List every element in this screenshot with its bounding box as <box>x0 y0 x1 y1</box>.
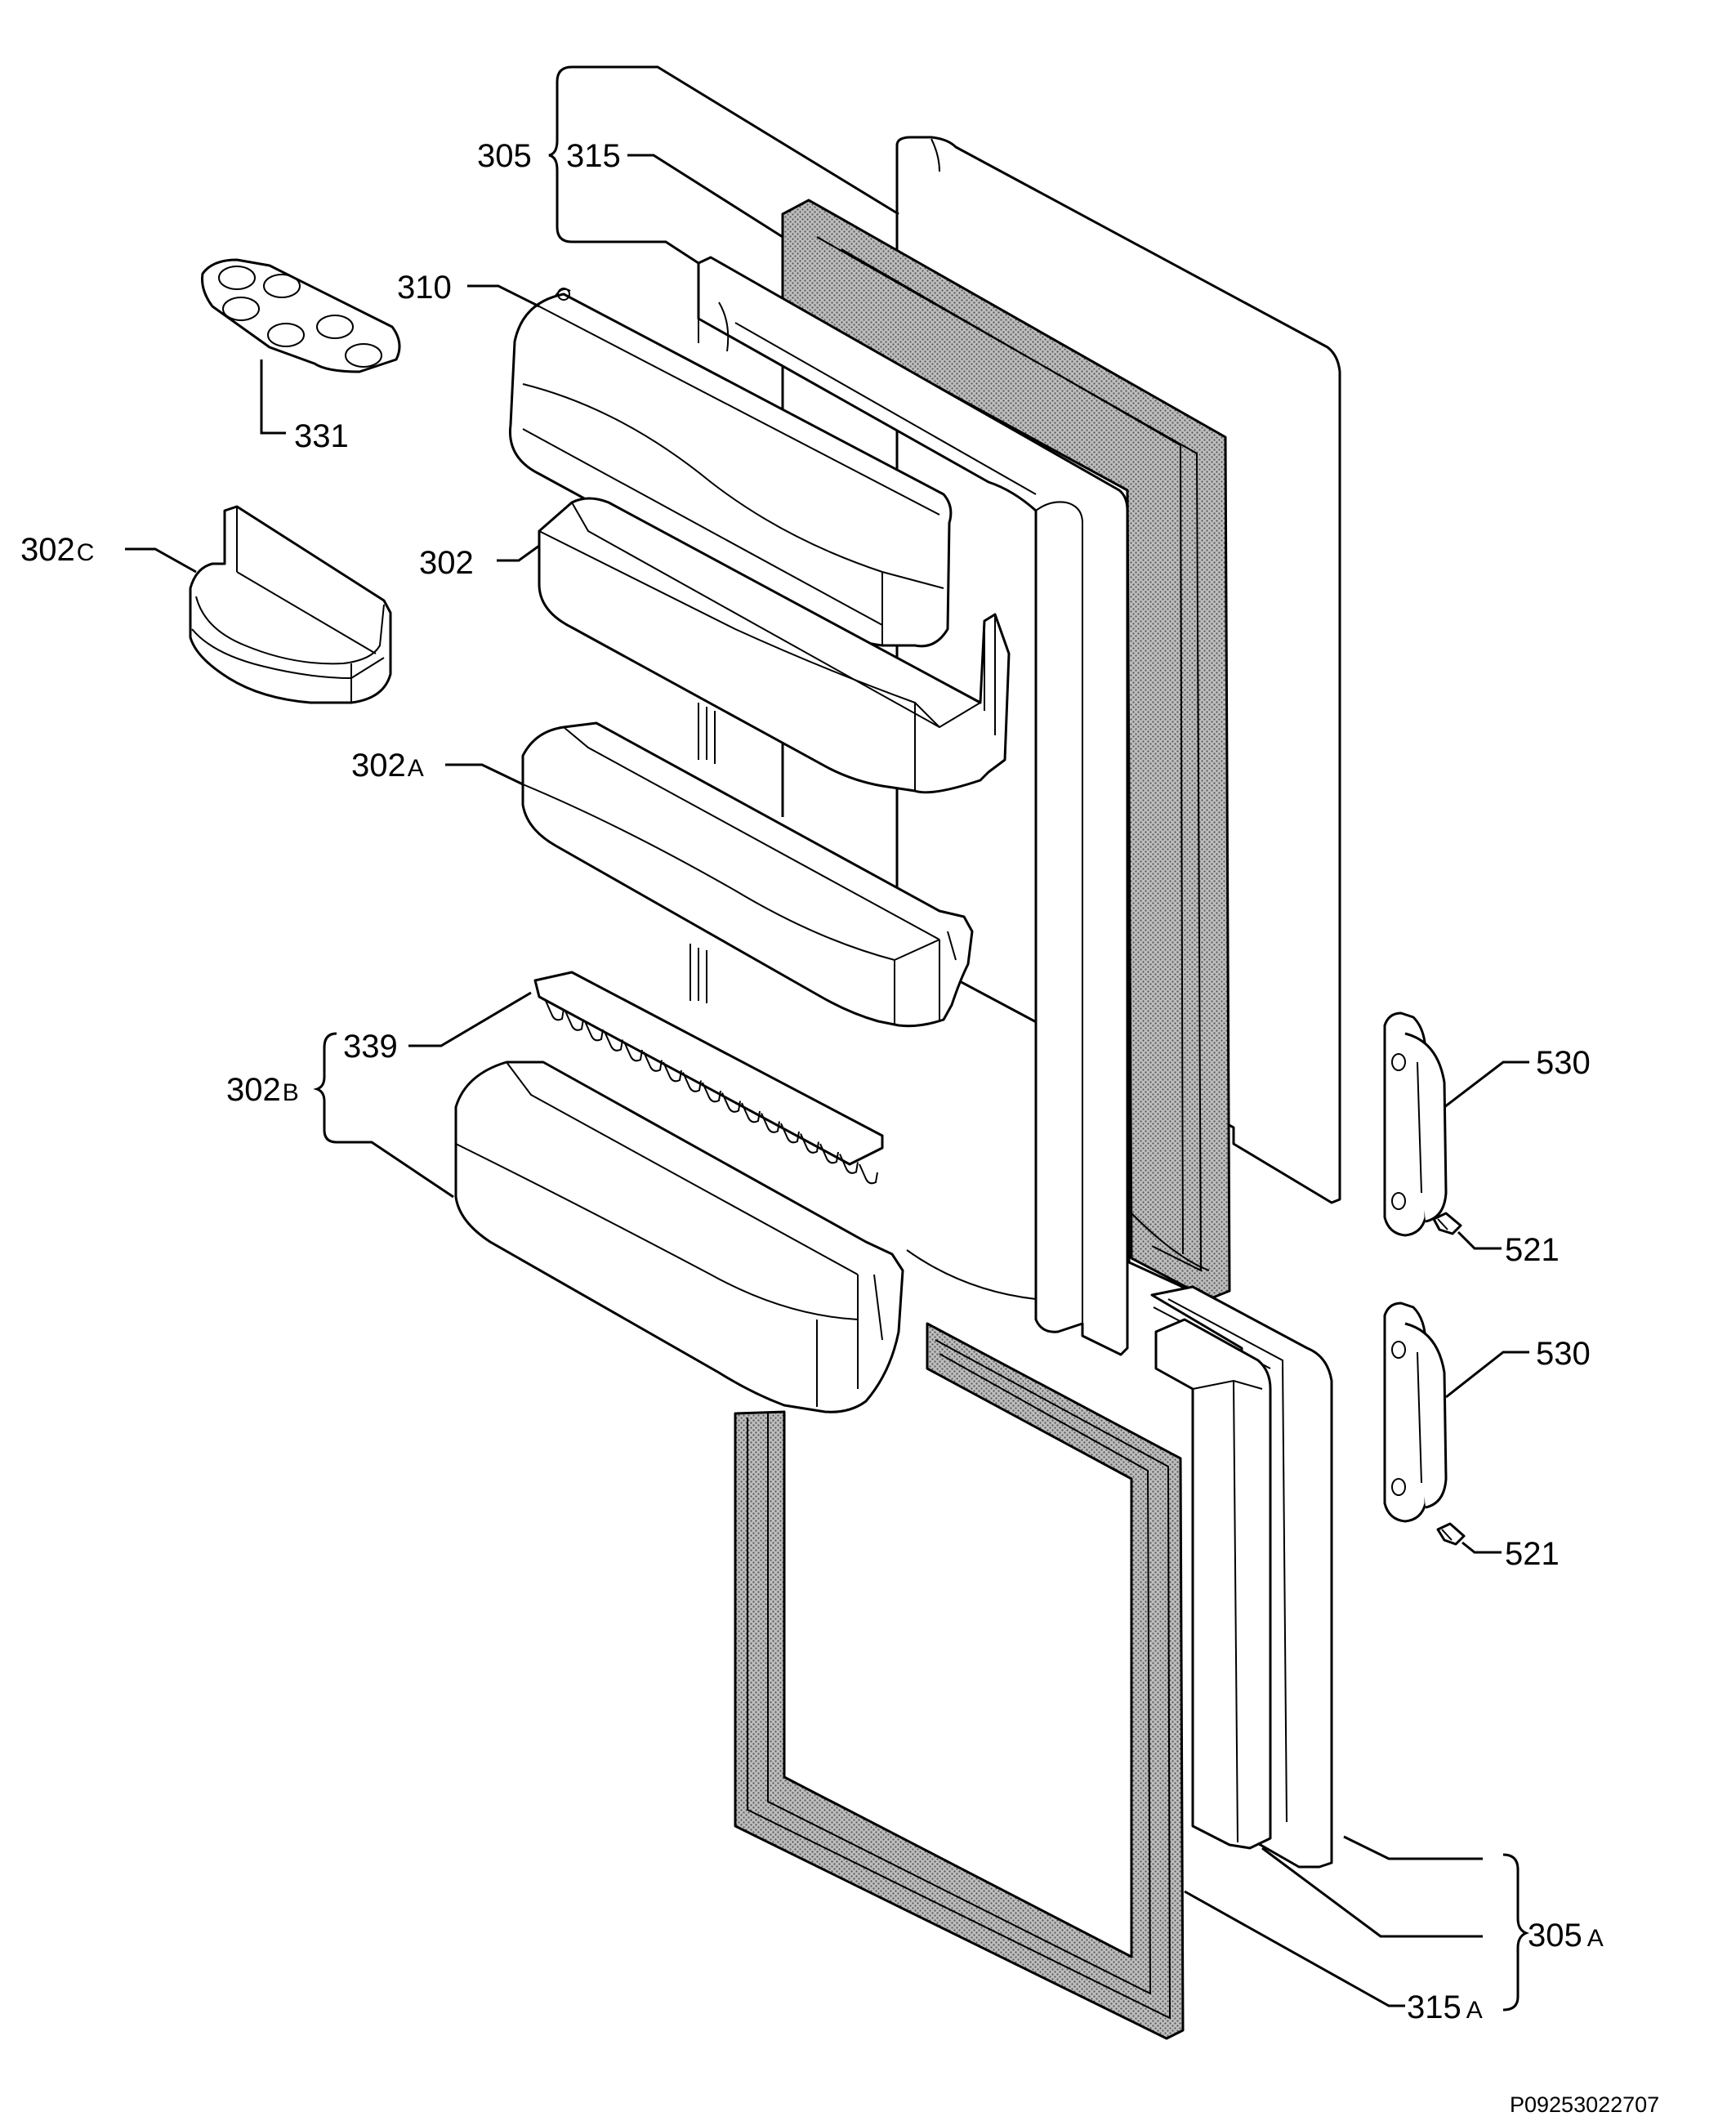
label-521-lower: 521 <box>1505 1536 1560 1572</box>
comb-tooth <box>584 1020 604 1042</box>
part-labels: 305 315 310 331 302C 302 302A 339 302B 5… <box>20 138 1659 2117</box>
comb-tooth <box>819 1143 839 1164</box>
part-310-lid <box>508 288 953 648</box>
part-530-handle-lower <box>1383 1302 1448 1523</box>
label-331: 331 <box>294 418 349 454</box>
part-302a-shelf <box>521 721 974 1028</box>
reference-code: P09253022707 <box>1510 2092 1659 2117</box>
lower-inner-liner <box>1154 1318 1272 1850</box>
part-339-retainer <box>533 971 884 1185</box>
comb-tooth <box>761 1113 780 1133</box>
label-339: 339 <box>343 1029 398 1065</box>
label-310: 310 <box>397 270 452 306</box>
part-331-egg-tray <box>201 258 401 373</box>
comb-tooth <box>565 1011 584 1031</box>
part-302-shelf <box>538 497 1011 794</box>
part-530-handle-upper <box>1383 1011 1448 1237</box>
comb-tooth <box>859 1163 878 1185</box>
label-530-lower: 530 <box>1536 1336 1591 1372</box>
comb-tooth <box>643 1052 663 1072</box>
comb-tooth <box>623 1041 643 1062</box>
label-305: 305 <box>477 138 532 174</box>
part-521-screw-upper <box>1432 1212 1462 1235</box>
label-302: 302 <box>419 545 474 581</box>
label-302a: 302A <box>351 748 424 784</box>
lower-gasket <box>734 1322 1185 2040</box>
part-521-screw-lower <box>1436 1522 1466 1546</box>
part-302b-shelf <box>454 1060 904 1413</box>
label-315: 315 <box>566 138 621 174</box>
label-521-upper: 521 <box>1505 1232 1560 1268</box>
comb-tooth <box>545 1000 565 1021</box>
comb-tooth <box>702 1082 721 1103</box>
comb-tooth <box>604 1031 623 1052</box>
comb-tooth <box>780 1123 800 1144</box>
comb-tooth <box>682 1072 702 1092</box>
comb-tooth <box>663 1061 682 1083</box>
upper-inner-liner <box>697 256 1129 1356</box>
label-302b: 302B <box>226 1072 299 1108</box>
label-530-upper: 530 <box>1536 1045 1591 1081</box>
part-302c-bin <box>189 505 392 704</box>
label-302c: 302C <box>20 532 94 568</box>
leader-lines <box>125 65 1530 2012</box>
comb-tooth <box>721 1092 741 1113</box>
comb-tooth <box>839 1154 859 1174</box>
comb-tooth <box>800 1133 819 1154</box>
comb-tooth <box>741 1102 761 1123</box>
